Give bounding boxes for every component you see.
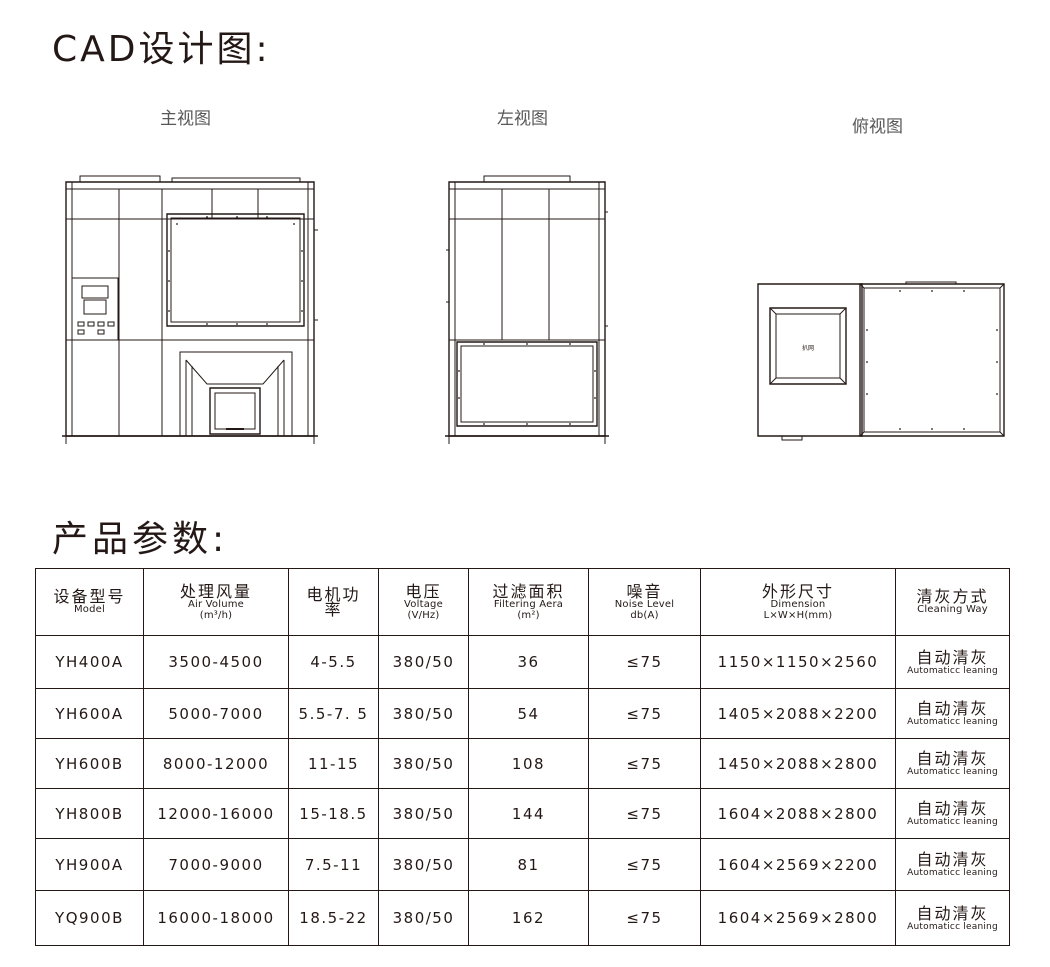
cell-dimension: 1450×2088×2800 (700, 738, 896, 789)
cell-noise: ≤75 (588, 788, 701, 839)
cell-filter-area: 36 (468, 635, 589, 689)
cell-filter-area: 108 (468, 738, 589, 789)
cell-air-volume: 16000-18000 (143, 890, 289, 946)
cell-motor-power: 11-15 (288, 738, 379, 789)
cell-motor-power: 4-5.5 (288, 635, 379, 689)
cell-dimension: 1604×2569×2800 (700, 890, 896, 946)
cell-voltage: 380/50 (378, 688, 469, 739)
cell-noise: ≤75 (588, 838, 701, 891)
cell-dimension: 1604×2569×2200 (700, 838, 896, 891)
cell-filter-area: 54 (468, 688, 589, 739)
cell-air-volume: 12000-16000 (143, 788, 289, 839)
cell-model: YQ900B (35, 890, 144, 946)
params-section-title: 产品参数: (52, 519, 229, 560)
front-view-label: 主视图 (160, 109, 211, 129)
cell-motor-power: 5.5-7. 5 (288, 688, 379, 739)
front-view-drawing (62, 176, 324, 448)
cell-voltage: 380/50 (378, 738, 469, 789)
cell-noise: ≤75 (588, 635, 701, 689)
top-view-label: 俯视图 (852, 117, 903, 137)
cell-model: YH800B (35, 788, 144, 839)
cell-voltage: 380/50 (378, 838, 469, 891)
cell-dimension: 1150×1150×2560 (700, 635, 896, 689)
cell-motor-power: 7.5-11 (288, 838, 379, 891)
cell-voltage: 380/50 (378, 890, 469, 946)
cell-noise: ≤75 (588, 738, 701, 789)
cell-noise: ≤75 (588, 890, 701, 946)
cad-section-title: CAD设计图: (52, 29, 271, 70)
left-view-drawing (444, 176, 610, 448)
cell-filter-area: 81 (468, 838, 589, 891)
cell-motor-power: 18.5-22 (288, 890, 379, 946)
cell-model: YH600B (35, 738, 144, 789)
top-view-drawing: 扒网 (756, 282, 1008, 444)
cell-voltage: 380/50 (378, 635, 469, 689)
top-view-plate-text: 扒网 (802, 344, 814, 352)
cell-filter-area: 144 (468, 788, 589, 839)
cell-air-volume: 5000-7000 (143, 688, 289, 739)
cell-model: YH400A (35, 635, 144, 689)
cell-filter-area: 162 (468, 890, 589, 946)
cell-air-volume: 3500-4500 (143, 635, 289, 689)
cell-dimension: 1604×2088×2800 (700, 788, 896, 839)
cell-motor-power: 15-18.5 (288, 788, 379, 839)
cell-model: YH900A (35, 838, 144, 891)
cell-air-volume: 7000-9000 (143, 838, 289, 891)
header-motor-power: 电机功率 (288, 568, 379, 636)
cell-dimension: 1405×2088×2200 (700, 688, 896, 739)
left-view-label: 左视图 (497, 109, 548, 129)
cell-voltage: 380/50 (378, 788, 469, 839)
cell-air-volume: 8000-12000 (143, 738, 289, 789)
cell-model: YH600A (35, 688, 144, 739)
cell-noise: ≤75 (588, 688, 701, 739)
